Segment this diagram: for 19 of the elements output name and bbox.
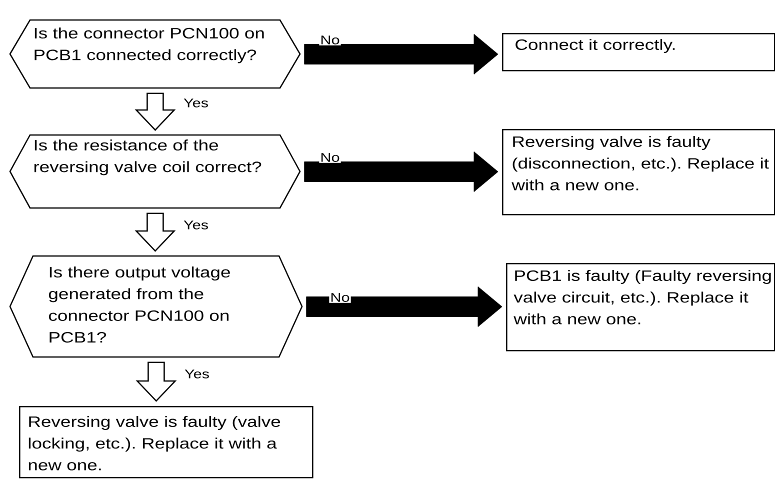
decision-hexagon: Is the connector PCN100 on PCB1 connected correctly? (9, 19, 301, 89)
block-arrow (304, 151, 498, 192)
decision-hexagon: Is there output voltage generated from the connector PCN100 on PCB1? (9, 255, 303, 358)
hollow-arrow (136, 362, 177, 402)
result-box: Connect it correctly. (502, 33, 775, 72)
edge-label: Yes (182, 220, 210, 230)
hollow-arrow (134, 212, 176, 252)
result-box: Reversing valve is faulty (valve locking, etc.). Replace it with a new one. (19, 406, 314, 478)
edge-label: No (319, 152, 341, 163)
edge-label: No (319, 34, 341, 46)
edge-label: Yes (182, 98, 210, 108)
result-box: PCB1 is faulty (Faulty reversing valve circuit, etc.). Replace it with a new one. (506, 263, 775, 352)
hollow-arrow (134, 92, 176, 131)
block-arrow (304, 34, 498, 74)
result-box: Reversing valve is faulty (disconnection, etc.). Replace it with a new one. (502, 129, 775, 216)
block-arrow (306, 286, 502, 327)
edge-label: No (329, 292, 351, 303)
decision-hexagon: Is the resistance of the reversing valve coil correct? (9, 134, 301, 209)
edge-label: Yes (183, 368, 211, 380)
